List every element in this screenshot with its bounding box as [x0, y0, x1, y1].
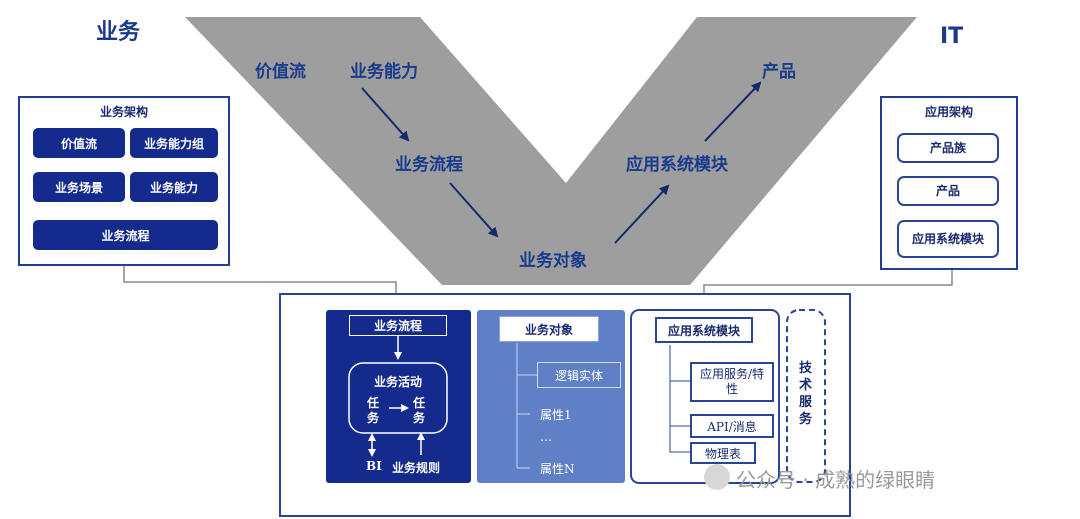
- api-message: API/消息: [690, 414, 774, 438]
- v-capability: 业务能力: [350, 62, 418, 82]
- physical-table: 物理表: [690, 442, 756, 464]
- arrow-capability-to-process: [361, 87, 410, 142]
- it-corner-label: IT: [940, 24, 964, 49]
- v-object: 业务对象: [519, 251, 587, 271]
- wechat-icon: [704, 464, 730, 490]
- arrow-module-to-product: [704, 81, 762, 142]
- watermark-text: 公众号 · 成熟的绿眼睛: [736, 468, 936, 492]
- attr-ellipsis: …: [540, 430, 552, 444]
- app-product-family: 产品族: [897, 133, 999, 163]
- task-left: 任务: [367, 396, 380, 425]
- biz-capability: 业务能力: [130, 172, 218, 202]
- arrow-object-to-module: [614, 184, 670, 244]
- arrow-process-to-object: [449, 182, 499, 238]
- app-service: 应用服务/特性: [690, 362, 774, 402]
- biz-capability-group: 业务能力组: [130, 128, 218, 158]
- v-shape: [185, 17, 917, 285]
- logical-entity: 逻辑实体: [537, 362, 621, 388]
- attr1-label: 属性1: [540, 408, 572, 422]
- v-process: 业务流程: [395, 155, 463, 175]
- tech-service-label: 技术服务: [799, 361, 813, 427]
- v-app-module: 应用系统模块: [626, 155, 728, 175]
- biz-scenario: 业务场景: [33, 172, 125, 202]
- v-product: 产品: [762, 62, 796, 82]
- process-panel: [326, 310, 471, 483]
- v-value-stream: 价值流: [255, 62, 306, 82]
- business-corner-label: 业务: [96, 20, 141, 45]
- biz-value-stream: 价值流: [33, 128, 125, 158]
- object-panel-title: 业务对象: [499, 316, 599, 342]
- object-panel: [477, 310, 625, 483]
- app-product: 产品: [897, 176, 999, 206]
- process-panel-title: 业务流程: [349, 315, 447, 336]
- activity-box: [348, 362, 448, 434]
- rules-label: 业务规则: [392, 461, 441, 475]
- business-arch-title: 业务架构: [99, 105, 148, 119]
- task-right: 任务: [413, 396, 426, 425]
- app-arch-title: 应用架构: [924, 105, 973, 119]
- activity-label: 业务活动: [373, 375, 422, 389]
- bi-label: BI: [366, 459, 382, 473]
- attrn-label: 属性N: [540, 462, 575, 476]
- biz-process: 业务流程: [33, 220, 218, 250]
- app-system-module: 应用系统模块: [897, 220, 999, 258]
- module-panel-title: 应用系统模块: [655, 317, 753, 343]
